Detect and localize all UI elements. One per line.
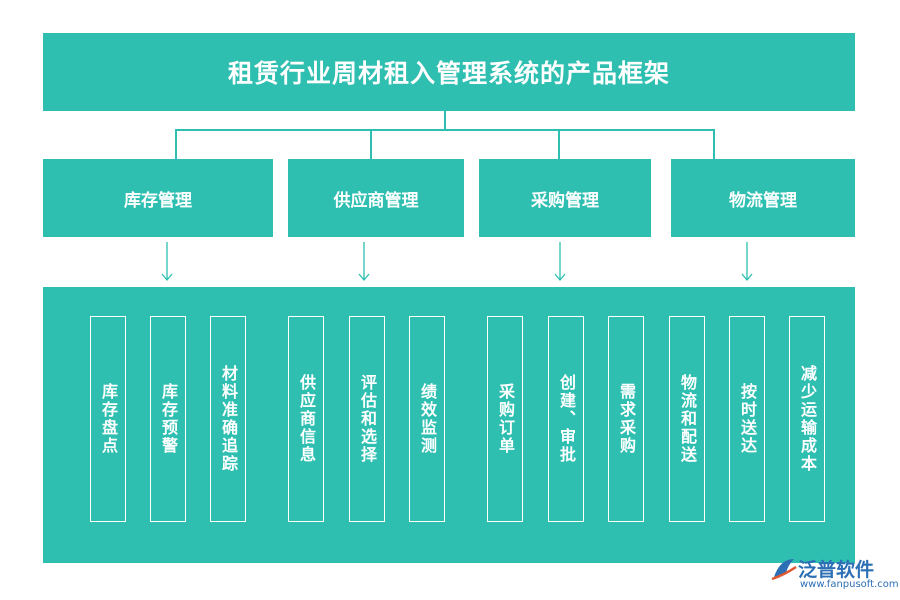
item-box: 评估和选择	[349, 316, 385, 522]
item-box: 需求采购	[608, 316, 644, 522]
item-box: 采购订单	[487, 316, 523, 522]
connector-branch-2	[370, 129, 372, 159]
category-label: 库存管理	[124, 190, 192, 211]
item-label: 需求采购	[617, 383, 636, 455]
category-label: 物流管理	[729, 190, 797, 211]
logo-name: 泛普软件	[798, 559, 875, 581]
item-box: 按时送达	[729, 316, 765, 522]
item-box: 减少运输成本	[789, 316, 825, 522]
item-label: 按时送达	[738, 383, 757, 455]
item-label: 减少运输成本	[798, 365, 817, 473]
connector-branch-3	[558, 129, 560, 159]
item-box: 材料准确追踪	[210, 316, 246, 522]
connector-branch-4	[713, 129, 715, 159]
category-label: 供应商管理	[333, 190, 419, 211]
arrow-down-icon	[554, 242, 566, 282]
item-label: 创建、审批	[557, 374, 576, 464]
item-box: 物流和配送	[669, 316, 705, 522]
item-label: 采购订单	[496, 383, 515, 455]
category-procurement: 采购管理	[479, 159, 651, 237]
arrow-down-icon	[161, 242, 173, 282]
item-box: 绩效监测	[409, 316, 445, 522]
item-box: 库存盘点	[90, 316, 126, 522]
item-label: 库存预警	[159, 383, 178, 455]
connector-branch-1	[175, 129, 177, 159]
arrow-down-icon	[358, 242, 370, 282]
items-panel	[43, 287, 855, 563]
connector-horizontal	[175, 129, 714, 131]
arrow-down-icon	[741, 242, 753, 282]
logo-mark-icon	[771, 559, 797, 581]
category-supplier: 供应商管理	[288, 159, 464, 237]
item-label: 评估和选择	[358, 374, 377, 464]
brand-logo: 泛普软件 www.fanpusoft.com	[770, 553, 899, 597]
category-label: 采购管理	[531, 190, 599, 211]
item-label: 材料准确追踪	[219, 365, 238, 473]
logo-url: www.fanpusoft.com	[800, 579, 899, 590]
item-box: 供应商信息	[288, 316, 324, 522]
diagram-title: 租赁行业周材租入管理系统的产品框架	[43, 33, 855, 111]
item-label: 库存盘点	[99, 383, 118, 455]
item-label: 绩效监测	[418, 383, 437, 455]
item-label: 供应商信息	[297, 374, 316, 464]
item-box: 库存预警	[150, 316, 186, 522]
category-inventory: 库存管理	[43, 159, 273, 237]
item-label: 物流和配送	[678, 374, 697, 464]
item-box: 创建、审批	[548, 316, 584, 522]
category-logistics: 物流管理	[671, 159, 855, 237]
diagram-title-text: 租赁行业周材租入管理系统的产品框架	[227, 59, 670, 88]
connector-trunk	[444, 111, 446, 130]
